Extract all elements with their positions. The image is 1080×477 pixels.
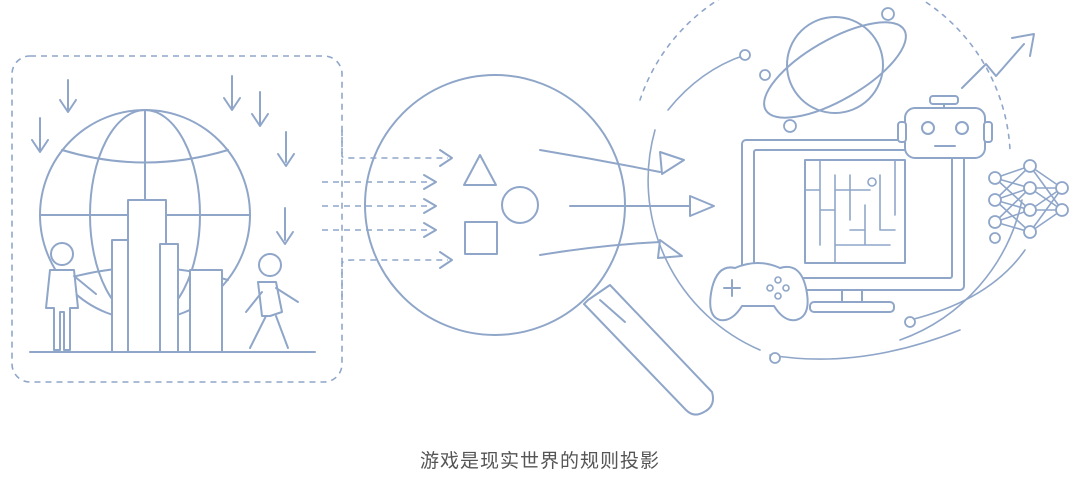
monitor-icon [741, 139, 965, 313]
robot-icon [897, 95, 993, 159]
concept-illustration [11, 0, 1069, 416]
walking-person-icon [245, 253, 299, 349]
planet-icon [763, 7, 907, 133]
circle-shape [501, 186, 539, 224]
magnifier-icon [364, 74, 714, 416]
maze-icon [804, 159, 906, 264]
gamepad-icon [709, 262, 809, 322]
input-flow-arrows [322, 130, 453, 300]
real-world-dashed-frame [11, 55, 343, 383]
triangle-shape [463, 154, 497, 186]
caption: 游戏是现实世界的规则投影 [419, 450, 660, 472]
down-arrow-icons [31, 75, 295, 245]
output-arrows [657, 151, 715, 259]
standing-person-icon [45, 242, 97, 351]
real-world-panel [11, 55, 343, 383]
bar-chart-icon [111, 199, 223, 353]
neural-network-icon [988, 159, 1069, 244]
trend-arrow-icon [961, 33, 1035, 89]
square-shape [464, 221, 498, 255]
game-world-cluster [639, 0, 1069, 364]
